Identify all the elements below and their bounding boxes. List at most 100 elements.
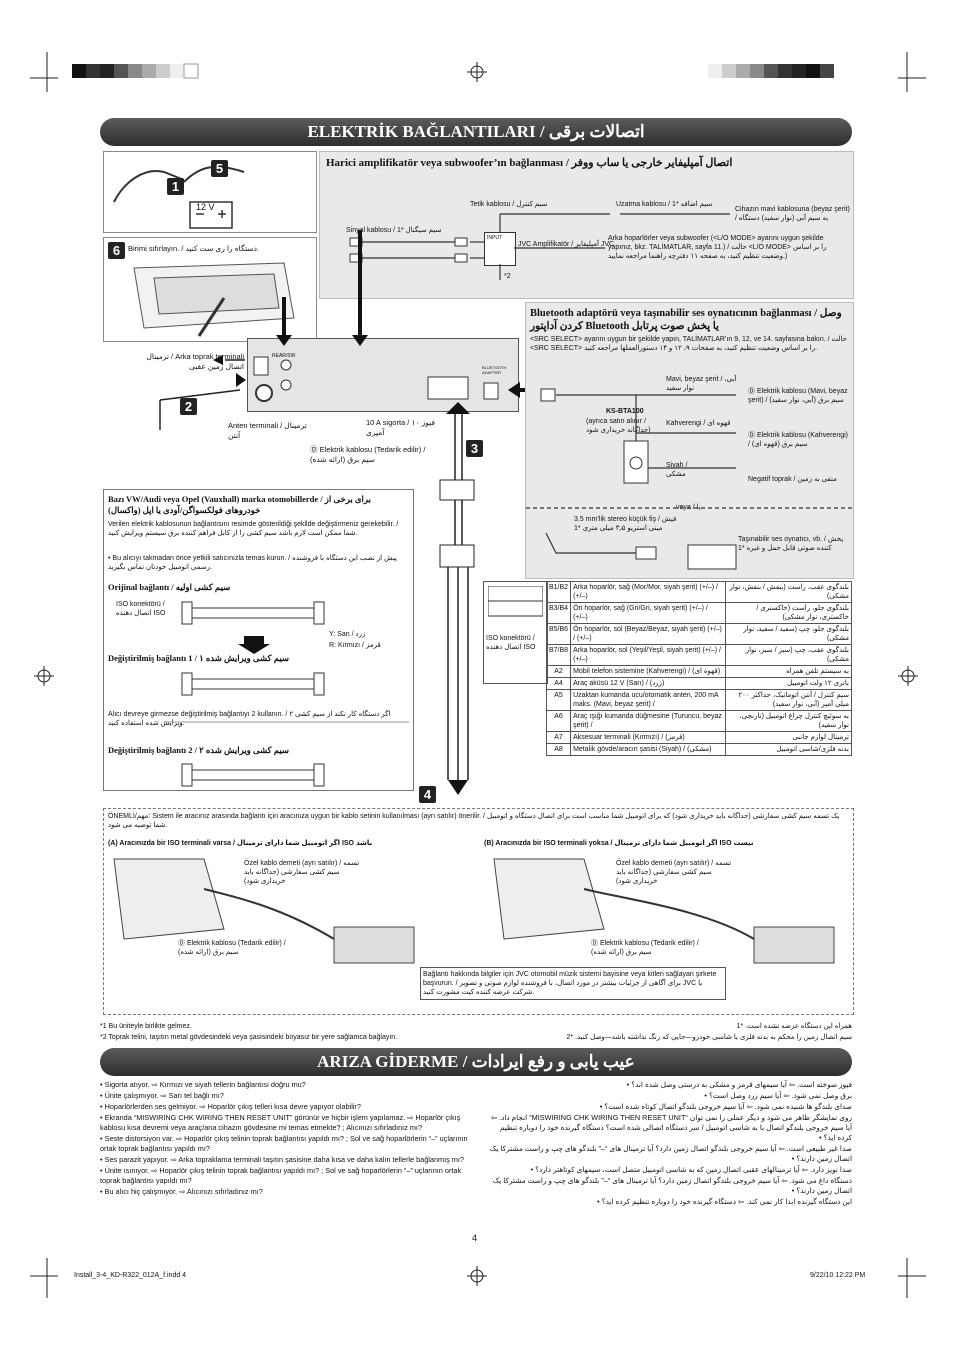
- antenna-terminal-label: Anten terminali / ترمینال آنتن: [228, 421, 307, 440]
- iso-fa-cell: بدنه فلزی/شاسی اتومبیل: [725, 743, 852, 756]
- trouble-tr-item: • Hoparlörlerden ses gelmiyor. ⇨ Hoparlö…: [100, 1102, 361, 1111]
- reset-instruction: Birimi sıfırlayın. / دستگاه را ری ست کنی…: [128, 244, 260, 253]
- iso-connector-label: ISO konektörü / اتصال دهنده ISO: [486, 635, 536, 651]
- troubleshooting-list-tr: • Sigorta atıyor. ⇨ Kırmızı ve siyah tel…: [100, 1080, 478, 1198]
- section-title-troubleshooting: ARIZA GİDERME / عیب یابی و رفع ایرادات: [100, 1048, 852, 1076]
- iso-tr-cell: Uzaktan kumanda ucu/otomatik anten, 200 …: [570, 689, 727, 711]
- reset-box: 6 Birimi sıfırlayın. / دستگاه را ری ست ک…: [103, 237, 317, 342]
- step-5-badge: 5: [211, 160, 228, 177]
- bt-d-brown-label: Ⓓ Elektrik kablosu (Kahverengi) / سیم بر…: [748, 432, 848, 448]
- iso-tr-cell: Ön hoparlör, sol (Beyaz/Beyaz, siyah şer…: [570, 623, 727, 645]
- step-1-badge: 1: [167, 178, 184, 195]
- vw-connector-drawings: [164, 601, 409, 787]
- bt-model-note: (ayrıca satın alınır / جداگانه خریداری ش…: [586, 418, 651, 434]
- vw-audi-box: Bazı VW/Audi veya Opel (Vauxhall) marka …: [103, 489, 414, 791]
- footnote-1-fa: همراه این دستگاه عرضه نشده است. *1: [736, 1023, 852, 1030]
- iso-tr-cell: Aksesuar terminali (Kırmızı) / (قرمز): [570, 731, 727, 744]
- bt-adapter-label: BLUETOOTH ADAPTER: [482, 365, 507, 375]
- bt-portable-label: Taşınabilir ses oynatıcı, vb. / پخش کنند…: [738, 536, 844, 552]
- case-a-custom-label: Özel kablo demeti (ayrı satılır) / تسمه …: [244, 860, 360, 885]
- bt-wiring: [526, 388, 853, 570]
- page-number: 4: [472, 1233, 478, 1243]
- bt-brown-label: Kahverengi / قهوه ای: [666, 420, 731, 427]
- amp-ground-note: *2: [504, 273, 511, 280]
- trouble-tr-item: • Ekranda “MISWIRING CHK WIRING THEN RES…: [100, 1113, 461, 1132]
- head-unit-rear: REAR/SW BLUETOOTH ADAPTER: [247, 338, 519, 412]
- harness-label: Ⓓ Elektrik kablosu (Tedarik edilir) / سی…: [310, 445, 426, 464]
- trouble-tr-item: • Ünite çalışmıyor. ⇨ Sarı tel bağlı mı?: [100, 1091, 224, 1100]
- bt-mini-plug-label: 3.5 mm’lik stereo küçük fiş / فیش مینی ا…: [574, 516, 677, 532]
- vw-red-label: R: Kırmızı / قرمز: [329, 642, 381, 649]
- bt-neg-label: Negatif toprak / منفی به زمین: [748, 476, 837, 483]
- bt-d-blue-label: Ⓓ Elektrik kablosu (Mavi, beyaz şerit) /…: [748, 388, 848, 404]
- vw-original-title: Orijinal bağlantı / سیم کشی اولیه: [108, 582, 231, 592]
- bluetooth-panel: Bluetooth adaptörü veya taşınabilir ses …: [525, 302, 854, 579]
- case-a-d-label: Ⓓ Elektrik kablosu (Tedarik edilir) / سی…: [178, 940, 286, 956]
- vw-title: Bazı VW/Audi veya Opel (Vauxhall) marka …: [108, 494, 371, 515]
- trouble-fa-item: دستگاه داغ می شود. ⇦ آیا سیم خروجی بلندگ…: [492, 1176, 852, 1195]
- important-text: ÖNEMLİ/مهم: Sistem ile aracınız arasında…: [108, 813, 840, 829]
- iso-fa-cell: به سوئیچ کنترل چراغ اتومبیل (نارنجی، نوا…: [725, 710, 852, 732]
- step-3-badge: 3: [466, 440, 483, 457]
- trouble-tr-item: • Ses parazit yapıyor. ⇨ Arka topraklama…: [100, 1155, 464, 1164]
- info-note: Bağlantı hakkında bilgiler için JVC otom…: [420, 967, 726, 1000]
- vw-text-2: • Bu alıcıyı takmadan önce yetkili satıc…: [108, 555, 397, 571]
- iso-tr-cell: Ön hoparlör, sağ (Gri/Gri, siyah şerit) …: [570, 602, 727, 624]
- iso-tr-cell: Metalik gövde/aracın şasisi (Siyah) / (م…: [570, 743, 727, 756]
- bt-model: KS-BTA100: [606, 408, 644, 415]
- vw-yellow-label: Y: San / زرد: [329, 631, 366, 638]
- footnote-2-fa: سیم اتصال زمین را محکم به بدنه فلزی یا ش…: [566, 1034, 852, 1041]
- step-4-badge: 4: [419, 786, 436, 803]
- amp-wiring: [349, 213, 730, 280]
- iso-pin-cell: B3/B4: [545, 602, 572, 624]
- ground-terminal-label: Arka toprak terminali / ترمینال اتصال زم…: [146, 352, 244, 371]
- iso-tr-cell: Arka hoparlör, sağ (Mor/Mor, siyah şerit…: [570, 581, 727, 603]
- trouble-fa-item: صدا نویز دارد. ⇦ آیا ترمینالهای عقبی اتص…: [530, 1165, 852, 1174]
- footnote-1-tr: *1 Bu üniteyle birlikte gelmez.: [100, 1023, 192, 1030]
- iso-pin-cell: A2: [545, 665, 572, 678]
- troubleshooting-list-fa: فیوز سوخته است. ⇦ آیا سیمهای قرمز و مشکی…: [484, 1080, 852, 1208]
- iso-pin-cell: A7: [545, 731, 572, 744]
- footnote-2-tr: *2 Toprak telini, taşıtın metal gövdesin…: [100, 1034, 398, 1041]
- vw-iso-conn-label: ISO konektörü / اتصال دهنده ISO: [116, 601, 166, 617]
- iso-tr-cell: Mobil telefon sistemine (Kahverengi) / (…: [570, 665, 727, 678]
- iso-fa-cell: بلندگوی عقب، چپ (سبز / سبز، نوار مشکی): [725, 644, 852, 666]
- trouble-fa-item: این دستگاه گیرنده ابدا کار نمی کند. ⇦ دس…: [597, 1197, 852, 1206]
- trouble-fa-item: صدای بلندگو ها شنیده نمی شود. ⇦ آیا سیم …: [599, 1102, 852, 1111]
- vw-text-3: Alıcı devreye girmezse değiştirilmiş bağ…: [108, 711, 391, 727]
- iso-pin-cell: A8: [545, 743, 572, 756]
- iso-fa-cell: سیم کنترل / آنتن اتوماتیک، حداکثر ۲۰۰ می…: [725, 689, 852, 711]
- bt-description: <SRC SELECT> ayarını uygun bir şekilde y…: [530, 336, 848, 352]
- case-b-custom-label: Özel kablo demeti (ayrı satılır) / تسمه …: [616, 860, 732, 885]
- trouble-tr-item: • Seste distorsiyon var. ⇨ Hoparlör çıkı…: [100, 1134, 468, 1153]
- signal-cable-label: Sinyal kablosu / سیم سیگنال *1: [346, 227, 442, 234]
- case-b-d-label: Ⓓ Elektrik kablosu (Tedarik edilir) / سی…: [591, 940, 699, 956]
- iso-fa-cell: بلندگوی جلو، چپ (سفید / سفید، نوار مشکی): [725, 623, 852, 645]
- vw-mod1-title: Değiştirilmiş bağlantı 1 / سیم کشی ویرای…: [108, 653, 290, 663]
- blue-cable-label: Cihazın mavi kablosuna (beyaz şerit) / ب…: [735, 206, 850, 222]
- trouble-fa-item: روی نمایشگر ظاهر می شود و دیگر عملی را ن…: [490, 1113, 852, 1142]
- battery-box: 1 5 12 V: [103, 151, 317, 233]
- important-box: ÖNEMLİ/مهم: Sistem ile aracınız arasında…: [103, 808, 854, 1015]
- bt-blue-label: Mavi, beyaz şerit / آبی، نوار سفید: [666, 376, 737, 392]
- trouble-tr-item: • Bu alıcı hiç çalışmıyor. ⇨ Alıcınızı s…: [100, 1187, 263, 1196]
- reset-illustration: [133, 262, 295, 337]
- iso-fa-cell: باتری ۱۲ ولت اتومبیل: [725, 677, 852, 690]
- iso-fa-cell: به سیستم تلفن همراه: [725, 665, 852, 678]
- amplifier-panel: Harici amplifikatör veya subwoofer’ın ba…: [319, 151, 854, 299]
- iso-tr-cell: Araç aküsü 12 V (Sarı) / (زرد): [570, 677, 727, 690]
- step-6-badge: 6: [108, 242, 125, 259]
- bt-or-label: veya / یا: [676, 504, 701, 511]
- iso-tr-cell: Araç ışığı kumanda düğmesine (Turuncu, b…: [570, 710, 727, 732]
- section-title-electrical: ELEKTRİK BAĞLANTILARI / اتصالات برقی: [100, 118, 852, 146]
- case-b-title: (B) Aracınızda bir ISO terminali yoksa /…: [484, 840, 754, 847]
- iso-pin-cell: A4: [545, 677, 572, 690]
- amp-title: Harici amplifikatör veya subwoofer’ın ba…: [326, 157, 733, 169]
